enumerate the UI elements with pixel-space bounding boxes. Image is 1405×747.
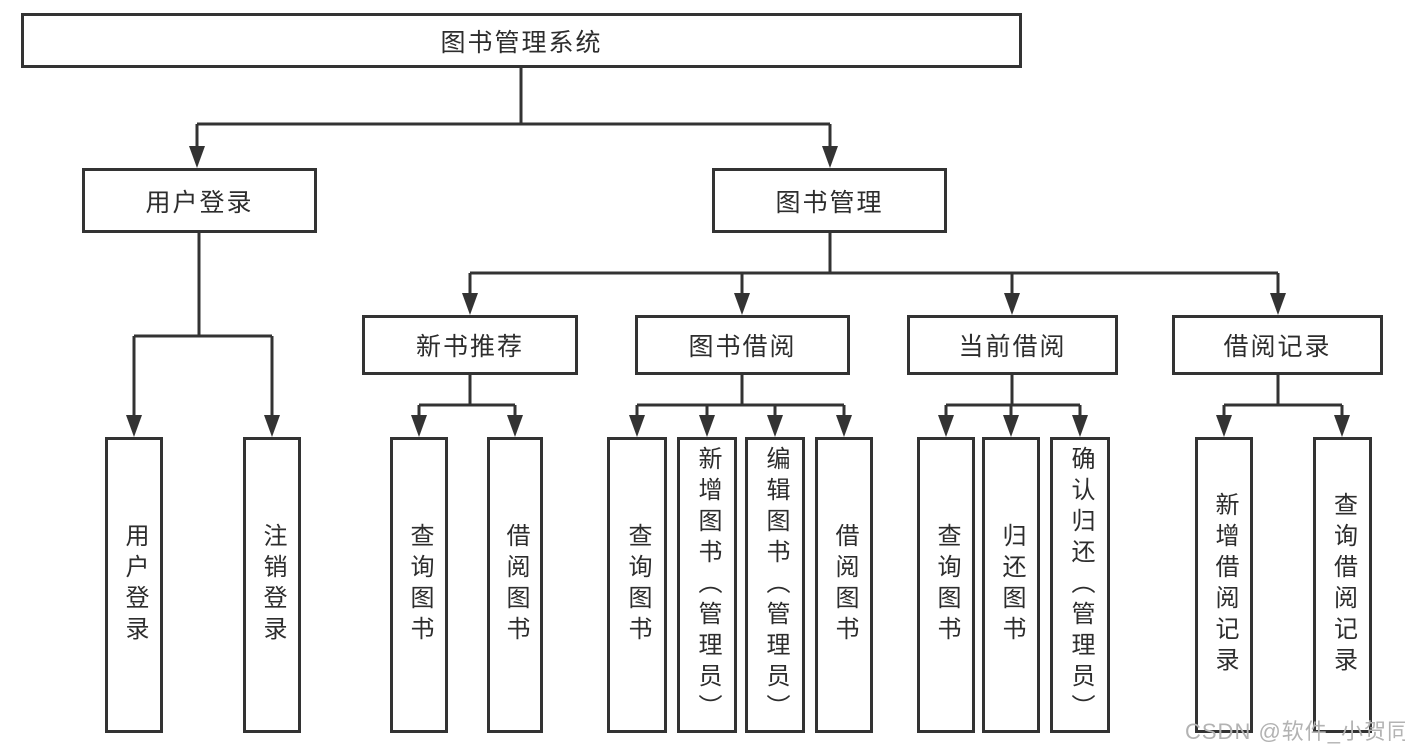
leaf-logout-label: 注销登录 xyxy=(259,523,286,647)
leaf-confirm-return-admin-label: 确认归还（管理员） xyxy=(1067,445,1094,725)
node-root-label: 图书管理系统 xyxy=(440,28,603,57)
node-book-borrowing-label: 图书借阅 xyxy=(688,333,797,361)
node-borrowing-records-label: 借阅记录 xyxy=(1223,333,1332,361)
leaf-add-borrow-record-label: 新增借阅记录 xyxy=(1211,492,1238,678)
leaf-query-books-borrowing-label: 查询图书 xyxy=(624,523,651,647)
leaf-query-books-recommend-label: 查询图书 xyxy=(406,523,433,647)
leaf-add-books-admin: 新增图书（管理员） xyxy=(677,437,737,733)
leaf-query-borrow-record-label: 查询借阅记录 xyxy=(1329,492,1357,678)
leaf-query-borrow-record: 查询借阅记录 xyxy=(1313,437,1372,733)
node-book-management: 图书管理 xyxy=(712,168,947,233)
leaf-query-books-recommend: 查询图书 xyxy=(390,437,448,733)
leaf-confirm-return-admin: 确认归还（管理员） xyxy=(1050,437,1110,733)
leaf-return-books-label: 归还图书 xyxy=(998,523,1025,647)
leaf-return-books: 归还图书 xyxy=(982,437,1040,733)
node-borrowing-records: 借阅记录 xyxy=(1172,315,1383,375)
leaf-add-books-admin-label: 新增图书（管理员） xyxy=(694,445,721,725)
leaf-user-login-label: 用户登录 xyxy=(121,523,148,647)
node-new-book-recommend: 新书推荐 xyxy=(362,315,578,375)
csdn-watermark: CSDN @软件_小贺同学 xyxy=(1185,719,1405,744)
leaf-user-login: 用户登录 xyxy=(105,437,163,733)
node-user-login: 用户登录 xyxy=(82,168,317,233)
leaf-logout: 注销登录 xyxy=(243,437,301,733)
leaf-add-borrow-record: 新增借阅记录 xyxy=(1195,437,1253,733)
leaf-query-books-current-label: 查询图书 xyxy=(933,523,960,647)
node-new-book-recommend-label: 新书推荐 xyxy=(415,333,524,361)
leaf-borrow-books-borrowing-label: 借阅图书 xyxy=(831,523,858,647)
node-book-borrowing: 图书借阅 xyxy=(635,315,850,375)
node-current-borrowing: 当前借阅 xyxy=(907,315,1118,375)
node-user-login-label: 用户登录 xyxy=(145,188,254,217)
node-current-borrowing-label: 当前借阅 xyxy=(958,333,1067,361)
leaf-borrow-books-borrowing: 借阅图书 xyxy=(815,437,873,733)
leaf-query-books-current: 查询图书 xyxy=(917,437,975,733)
leaf-borrow-books-recommend-label: 借阅图书 xyxy=(502,523,529,647)
leaf-borrow-books-recommend: 借阅图书 xyxy=(487,437,543,733)
leaf-query-books-borrowing: 查询图书 xyxy=(607,437,667,733)
leaf-edit-books-admin: 编辑图书（管理员） xyxy=(745,437,805,733)
leaf-edit-books-admin-label: 编辑图书（管理员） xyxy=(762,445,789,725)
node-book-management-label: 图书管理 xyxy=(775,188,884,217)
node-root: 图书管理系统 xyxy=(21,13,1022,68)
